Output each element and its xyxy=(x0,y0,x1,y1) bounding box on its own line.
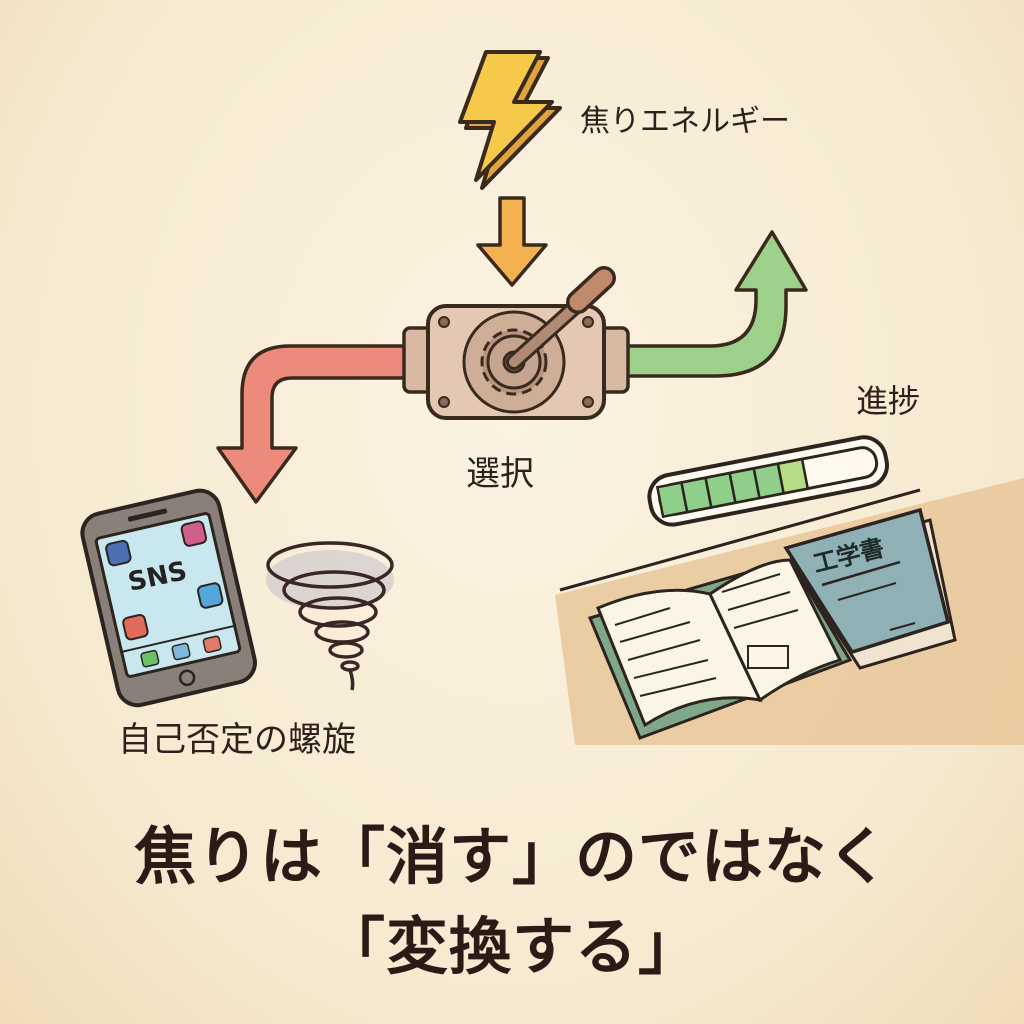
facebook-icon xyxy=(105,539,132,567)
progress-bar xyxy=(647,435,889,527)
desk-edge xyxy=(559,488,921,592)
energy-label: 焦りエネルギー xyxy=(580,104,790,139)
app-icon xyxy=(122,613,149,641)
twitter-icon xyxy=(197,582,224,609)
negative-path-body xyxy=(216,344,412,504)
main-title-line1: 焦りは「消す」のではなく xyxy=(133,820,890,893)
phone-call-icon xyxy=(140,649,160,668)
choice-label: 選択 xyxy=(466,454,534,494)
smartphone xyxy=(80,488,257,708)
open-notebook xyxy=(587,558,853,740)
engineering-book xyxy=(783,507,957,670)
progress-segment xyxy=(776,457,810,495)
instagram-icon xyxy=(180,520,208,547)
lock-icon xyxy=(202,635,222,654)
spiral-label: 自己否定の螺旋 xyxy=(118,720,356,760)
positive-path-arrow xyxy=(620,230,808,378)
energy-input-arrow xyxy=(476,196,548,287)
lightning-bolt-icon xyxy=(458,50,562,190)
message-icon xyxy=(171,642,191,661)
spiral-icon xyxy=(266,541,394,691)
valve-switch xyxy=(402,266,630,420)
progress-label: 進捗 xyxy=(856,382,921,420)
main-title-line2: 「変換する」 xyxy=(322,910,701,983)
